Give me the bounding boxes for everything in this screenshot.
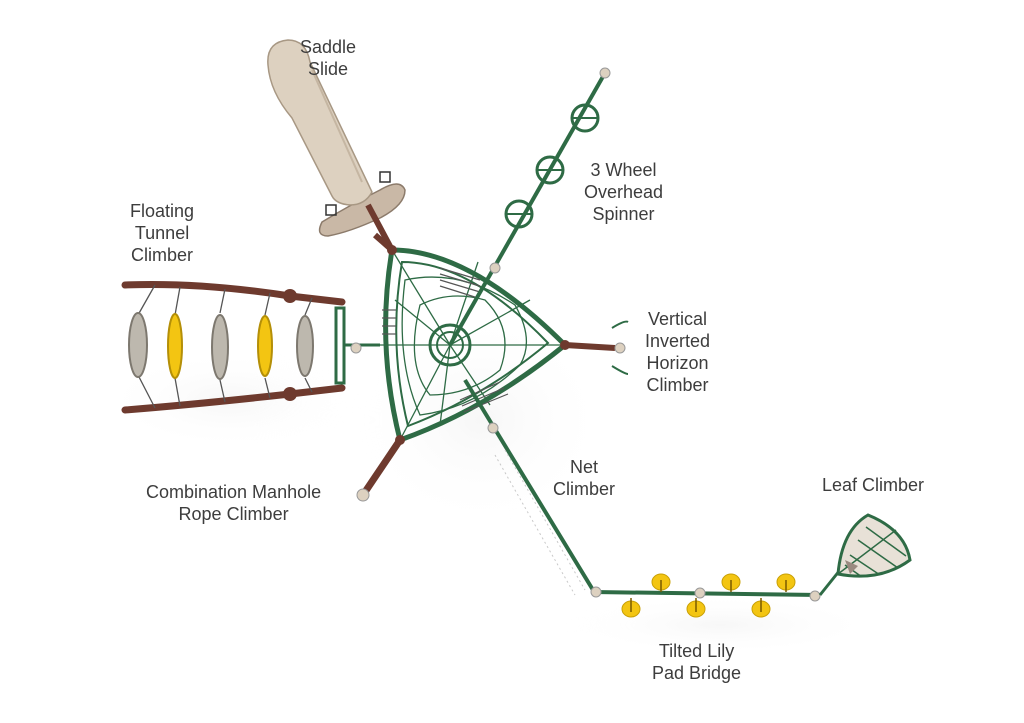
label-line: Climber	[646, 375, 709, 395]
leaf-climber	[818, 513, 912, 596]
label-line: Climber	[553, 479, 616, 499]
label-line: Floating	[130, 201, 195, 221]
label-line: Climber	[131, 245, 194, 265]
label-line: Net	[570, 457, 599, 477]
lily-pad-bridge	[590, 573, 821, 618]
label-leaf-climber: Leaf Climber	[822, 474, 924, 496]
label-line: Rope Climber	[178, 504, 289, 524]
horizon-climber	[611, 320, 629, 375]
label-lily-pad-bridge: Tilted Lily Pad Bridge	[652, 640, 741, 684]
label-line: Tunnel	[134, 223, 190, 243]
label-line: Vertical	[648, 309, 708, 329]
label-line: Inverted	[645, 331, 711, 351]
net-climber	[463, 378, 595, 596]
label-horizon-climber: Vertical Inverted Horizon Climber	[645, 308, 710, 396]
label-line: Slide	[308, 59, 349, 79]
label-line: Horizon	[646, 353, 709, 373]
label-line: Saddle	[300, 37, 357, 57]
label-line: Leaf Climber	[822, 475, 925, 495]
floating-tunnel-climber	[121, 280, 380, 414]
label-line: Overhead	[584, 182, 664, 202]
label-line: Combination Manhole	[146, 482, 322, 502]
label-tunnel-climber: Floating Tunnel Climber	[130, 200, 194, 266]
label-saddle-slide: Saddle Slide	[300, 36, 356, 80]
label-line: Spinner	[592, 204, 655, 224]
label-net-climber: Net Climber	[553, 456, 615, 500]
overhead-spinner	[448, 67, 611, 346]
label-manhole-climber: Combination Manhole Rope Climber	[146, 481, 321, 525]
label-line: Pad Bridge	[652, 663, 742, 683]
label-line: Tilted Lily	[658, 641, 735, 661]
label-line: 3 Wheel	[590, 160, 657, 180]
label-overhead-spinner: 3 Wheel Overhead Spinner	[584, 159, 663, 225]
web-triangle-deck	[356, 232, 616, 502]
ground-shadows	[100, 310, 880, 655]
